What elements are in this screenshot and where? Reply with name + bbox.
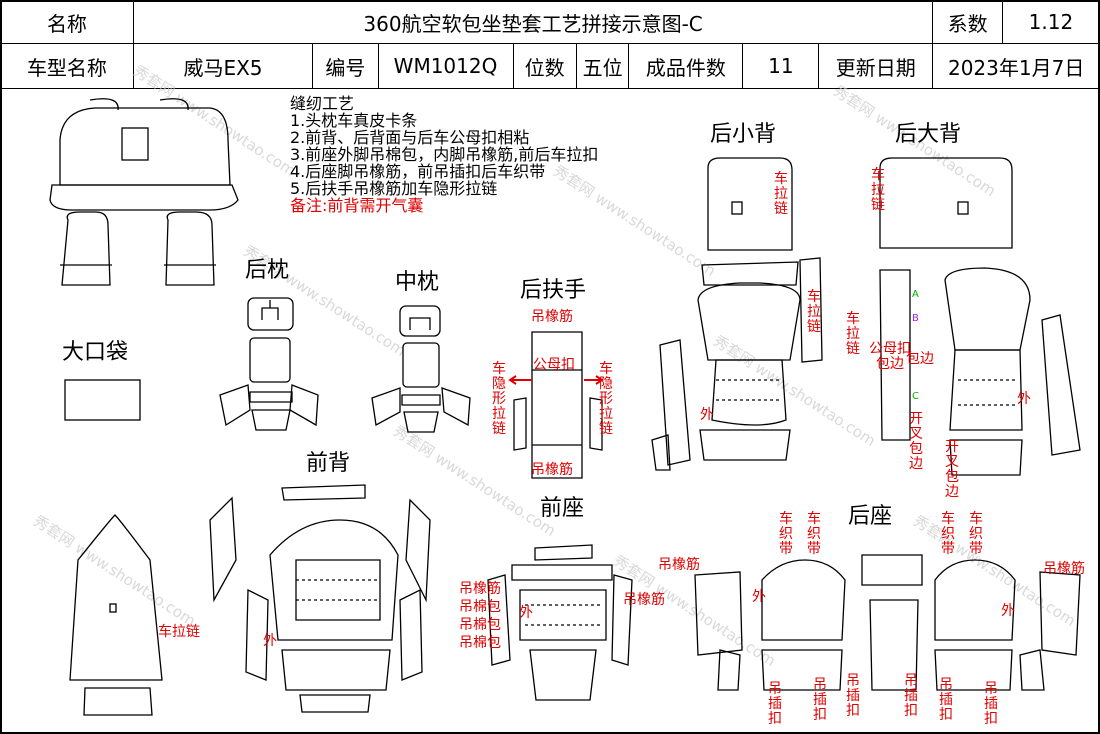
annotation-webbing: 车织带 (779, 511, 793, 557)
annotation-zip: 车拉链 (871, 167, 885, 213)
annotation-outer: 外 (752, 589, 766, 605)
series-label: 系数 (932, 0, 1003, 44)
date-label: 更新日期 (818, 43, 934, 89)
annotation-webbing: 车织带 (941, 511, 955, 557)
big-pocket-piece (64, 379, 141, 421)
section-title-rear-big-back: 后大背 (895, 122, 962, 147)
annotation-open-fork: 开叉包边 (945, 439, 959, 500)
section-title-mid-headrest: 中枕 (395, 270, 440, 295)
annotation-mark-a: A (912, 289, 919, 300)
mid-headrest-pieces (371, 305, 471, 433)
annotation-hidden-zip: 车隐形拉链 (492, 361, 506, 437)
code-label: 编号 (312, 43, 379, 89)
section-title-rear-headrest: 后枕 (245, 258, 290, 283)
date-value: 2023年1月7日 (932, 43, 1100, 89)
annotation-clip: 吊插扣 (904, 673, 918, 719)
note-item: 4.后座脚吊橡筋，前吊插扣后车织带 (290, 162, 546, 181)
annotation-zip: 车拉链 (807, 289, 821, 335)
annotation-outer: 外 (1017, 391, 1031, 407)
annotation-clip: 吊插扣 (939, 677, 953, 723)
model-value: 威马EX5 (132, 43, 314, 89)
annotation-snap: 公母扣 (533, 357, 575, 373)
annotation-cotton-wrap: 吊棉包 (459, 635, 501, 651)
annotation-clip: 吊插扣 (846, 673, 860, 719)
annotation-cotton-wrap: 吊棉包 (459, 599, 501, 615)
annotation-elastic: 吊橡筋 (459, 581, 501, 597)
annotation-clip: 吊插扣 (813, 677, 827, 723)
annotation-mark-c: C (912, 391, 919, 402)
seats-label: 位数 (512, 43, 577, 89)
rear-headrest-pieces (219, 297, 319, 431)
model-label: 车型名称 (0, 43, 134, 89)
note-item: 1.头枕车真皮卡条 (290, 111, 418, 130)
note-item: 3.前座外脚吊棉包，内脚吊橡筋,前后车拉扣 (290, 145, 599, 164)
annotation-outer: 外 (519, 605, 533, 621)
rear-small-back-pieces (651, 157, 823, 471)
note-item: 5.后扶手吊橡筋加车隐形拉链 (290, 179, 498, 198)
annotation-zip: 车拉链 (158, 624, 200, 640)
seats-value: 五位 (575, 43, 630, 89)
title-block: 名称 360航空软包坐垫套工艺拼接示意图-C 系数 1.12 车型名称 威马EX… (0, 0, 1100, 89)
section-title-front-back: 前背 (306, 451, 351, 476)
front-seat-pieces (487, 544, 633, 701)
annotation-open-fork: 开叉包边 (909, 411, 923, 472)
annotation-mark-b: B (912, 313, 919, 324)
sewing-notes: 缝纫工艺 1.头枕车真皮卡条 2.前背、后背面与后车公母扣相粘 3.前座外脚吊棉… (290, 95, 598, 214)
page-title: 360航空软包坐垫套工艺拼接示意图-C (132, 0, 934, 44)
annotation-clip: 吊插扣 (984, 681, 998, 727)
annotation-elastic: 吊橡筋 (1043, 561, 1085, 577)
section-title-rear-small-back: 后小背 (710, 122, 777, 147)
rear-armrest-pieces (508, 331, 604, 479)
note-item: 2.前背、后背面与后车公母扣相粘 (290, 128, 530, 147)
front-back-pieces (69, 484, 431, 716)
annotation-outer: 外 (1001, 603, 1015, 619)
notes-title: 缝纫工艺 (290, 94, 355, 113)
annotation-elastic: 吊橡筋 (623, 592, 665, 608)
section-title-rear-armrest: 后扶手 (520, 278, 587, 303)
annotation-hidden-zip: 车隐形拉链 (599, 361, 613, 437)
annotation-webbing: 车织带 (807, 511, 821, 557)
pieces-value: 11 (742, 43, 820, 89)
name-label: 名称 (0, 0, 134, 44)
annotation-elastic: 吊橡筋 (658, 557, 700, 573)
pieces-label: 成品件数 (628, 43, 744, 89)
code-value: WM1012Q (377, 43, 514, 89)
section-title-front-seat: 前座 (540, 496, 585, 521)
section-title-rear-seat: 后座 (848, 504, 893, 529)
seat-overview-illustration (49, 98, 239, 286)
annotation-zip: 车拉链 (774, 171, 788, 217)
annotation-elastic: 吊橡筋 (531, 462, 573, 478)
annotation-clip: 吊插扣 (768, 681, 782, 727)
annotation-outer: 外 (263, 633, 277, 649)
annotation-zip: 车拉链 (846, 311, 860, 357)
annotation-wrap-edge: 包边 (906, 351, 934, 367)
section-title-big-pocket: 大口袋 (62, 340, 129, 365)
rear-seat-pieces (694, 554, 1081, 691)
annotation-outer: 外 (700, 407, 714, 423)
annotation-cotton-wrap: 吊棉包 (459, 617, 501, 633)
annotation-elastic: 吊橡筋 (531, 309, 573, 325)
notes-remark: 备注:前背需开气囊 (290, 196, 424, 215)
annotation-snap-edge: 公母扣包边 (869, 341, 911, 372)
rear-big-back-pieces (879, 157, 1081, 476)
annotation-webbing: 车织带 (969, 511, 983, 557)
